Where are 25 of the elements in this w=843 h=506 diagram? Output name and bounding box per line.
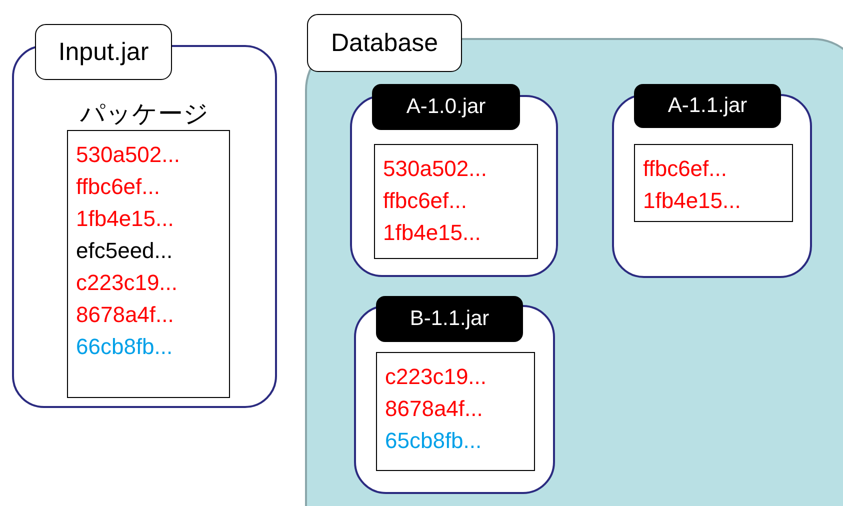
name-tag: Database xyxy=(307,14,462,72)
hash-value: 1fb4e15... xyxy=(643,187,742,215)
hash-value: ffbc6ef... xyxy=(76,173,161,201)
hash-value: c223c19... xyxy=(76,269,179,297)
name-tag: Input.jar xyxy=(35,24,172,80)
hash-value: ffbc6ef... xyxy=(643,155,728,183)
hash-value: 1fb4e15... xyxy=(76,205,175,233)
hash-value: 530a502... xyxy=(383,155,488,183)
hash-value: 8678a4f... xyxy=(76,301,175,329)
name-tag: B-1.1.jar xyxy=(376,296,523,342)
hash-list-box xyxy=(634,144,793,222)
hash-value: 8678a4f... xyxy=(385,395,484,423)
name-tag: A-1.1.jar xyxy=(634,84,781,128)
hash-list-box xyxy=(67,130,230,398)
hash-value: ffbc6ef... xyxy=(383,187,468,215)
hash-value: 1fb4e15... xyxy=(383,219,482,247)
heading-text: パッケージ xyxy=(79,99,210,130)
hash-value: c223c19... xyxy=(385,363,488,391)
name-tag: A-1.0.jar xyxy=(372,84,520,130)
hash-value: efc5eed... xyxy=(76,237,174,265)
hash-value: 530a502... xyxy=(76,141,181,169)
hash-value: 65cb8fb... xyxy=(385,427,483,455)
hash-list-box xyxy=(374,144,538,259)
hash-value: 66cb8fb... xyxy=(76,333,174,361)
hash-list-box xyxy=(376,352,535,471)
